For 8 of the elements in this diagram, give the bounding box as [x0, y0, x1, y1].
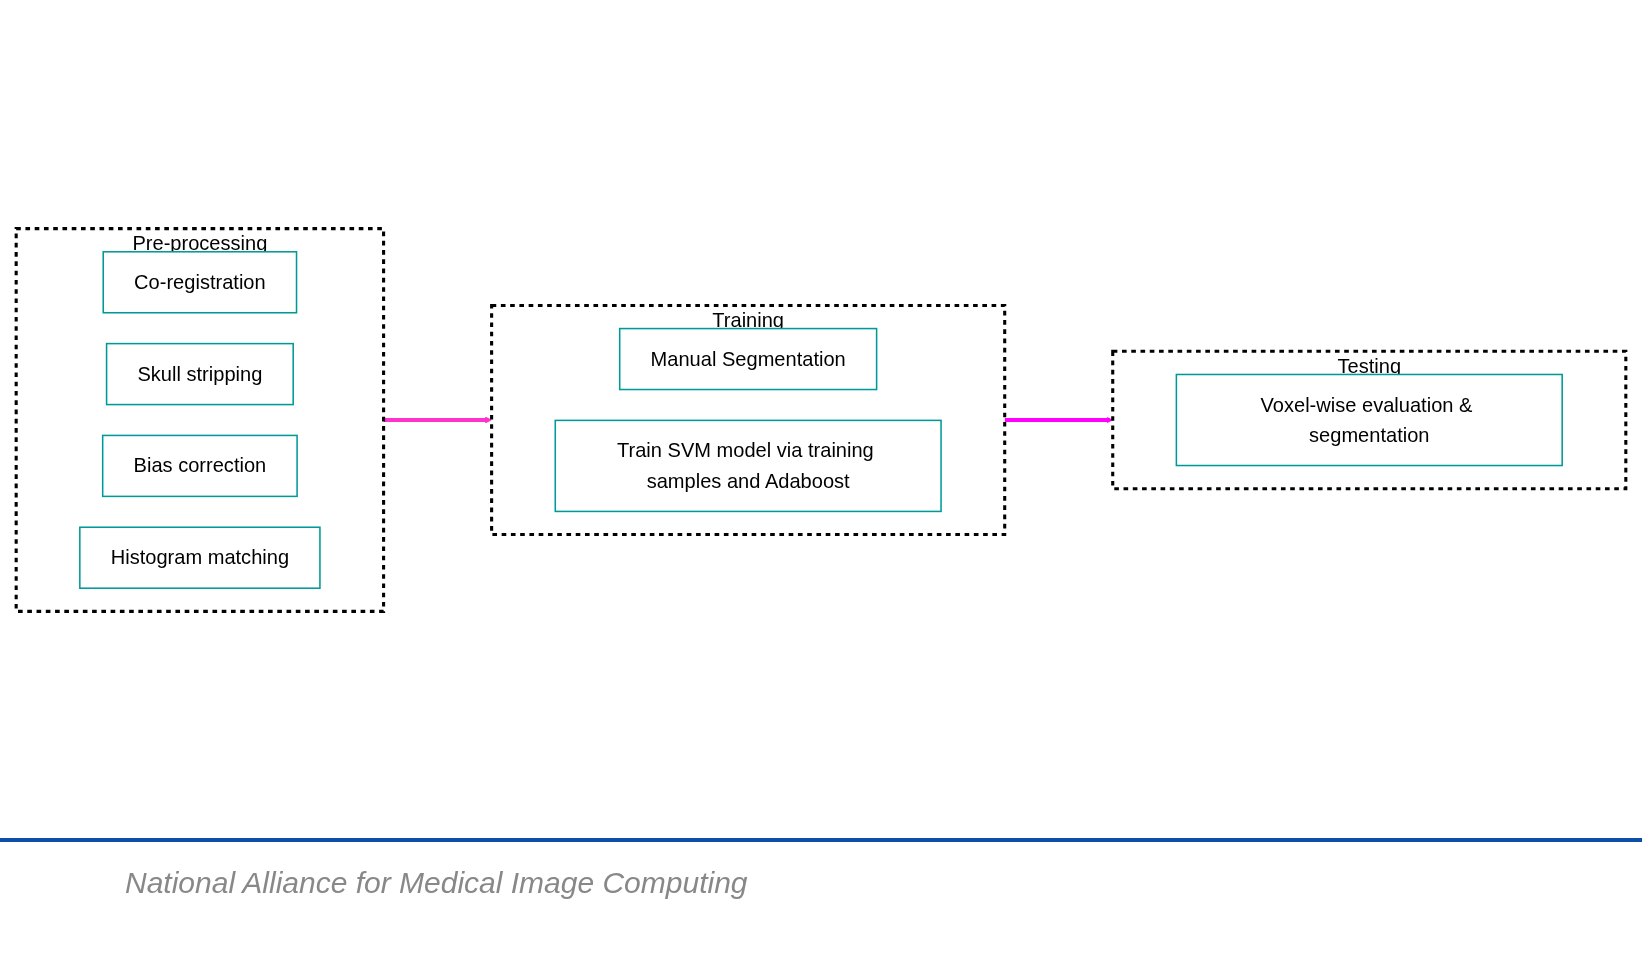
node-box: Skull stripping — [105, 342, 294, 406]
node-box: Histogram matching — [79, 526, 321, 589]
node-box: Co-registration — [102, 251, 298, 314]
node-box: Voxel-wise evaluation & segmentation — [1175, 373, 1563, 467]
node-box: Manual Segmentation — [618, 327, 878, 391]
footer-text: National Alliance for Medical Image Computing — [125, 866, 748, 900]
node-box: Bias correction — [101, 434, 298, 498]
node-box: Train SVM model via training samples and Adaboost — [554, 419, 942, 513]
